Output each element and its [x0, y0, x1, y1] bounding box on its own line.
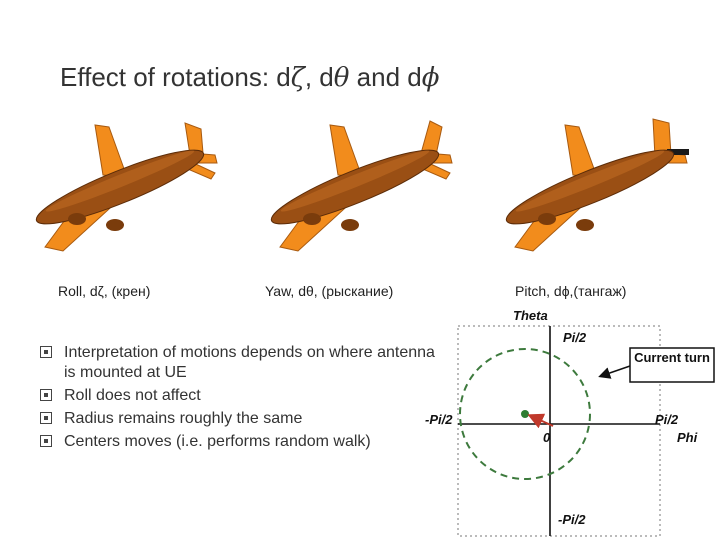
title-phi: ϕ — [421, 63, 440, 93]
slide-title: Effect of rotations: dζ, dθ and dϕ — [60, 62, 439, 93]
yaw-caption: Yaw, dθ, (рыскание) — [265, 283, 394, 299]
pi2-right-label: Pi/2 — [655, 412, 679, 427]
list-item: Centers moves (i.e. performs random walk… — [40, 432, 440, 452]
bullet-text: Interpretation of motions depends on whe… — [64, 344, 435, 381]
theta-label: Theta — [513, 308, 548, 323]
phi-label: Phi — [677, 430, 698, 445]
bullet-list: Interpretation of motions depends on whe… — [40, 343, 440, 455]
bullet-text: Roll does not affect — [64, 387, 201, 404]
phi-theta-diagram: Theta Pi/2 -Pi/2 Pi/2 0 Phi -Pi/2 Curren… — [425, 300, 715, 538]
pi2-top-label: Pi/2 — [563, 330, 587, 345]
list-item: Roll does not affect — [40, 386, 440, 406]
current-turn-box — [629, 347, 715, 383]
diagram-graphic — [457, 325, 715, 537]
coverage-circle — [459, 348, 591, 480]
bullet-text: Radius remains roughly the same — [64, 410, 303, 427]
checkbox-bullet-icon — [40, 412, 52, 424]
current-turn-pointer — [598, 365, 631, 379]
bullet-text: Centers moves (i.e. performs random walk… — [64, 433, 371, 450]
checkbox-bullet-icon — [40, 346, 52, 358]
title-text-2: , d — [304, 62, 334, 92]
list-item: Interpretation of motions depends on whe… — [40, 343, 440, 383]
movement-arrow — [527, 413, 554, 429]
neg-pi2-bottom-label: -Pi/2 — [558, 512, 586, 527]
airplane-roll-icon — [35, 122, 218, 252]
origin-label: 0 — [543, 430, 551, 445]
pitch-caption: Pitch, dϕ,(тангаж) — [515, 283, 627, 299]
diagram-frame — [457, 325, 661, 537]
title-theta: θ — [333, 63, 350, 93]
airplane-yaw-icon — [270, 120, 453, 252]
neg-pi2-left-label: -Pi/2 — [425, 412, 453, 427]
circle-center-dot — [521, 410, 529, 418]
current-turn-label: Current turn — [634, 350, 710, 365]
title-zeta: ζ — [290, 63, 305, 93]
list-item: Radius remains roughly the same — [40, 409, 440, 429]
checkbox-bullet-icon — [40, 389, 52, 401]
title-text: Effect of rotations: d — [60, 62, 291, 92]
title-text-3: and d — [349, 62, 422, 92]
roll-caption: Roll, dζ, (крен) — [58, 283, 151, 299]
airplane-pitch-icon — [505, 118, 689, 252]
checkbox-bullet-icon — [40, 435, 52, 447]
